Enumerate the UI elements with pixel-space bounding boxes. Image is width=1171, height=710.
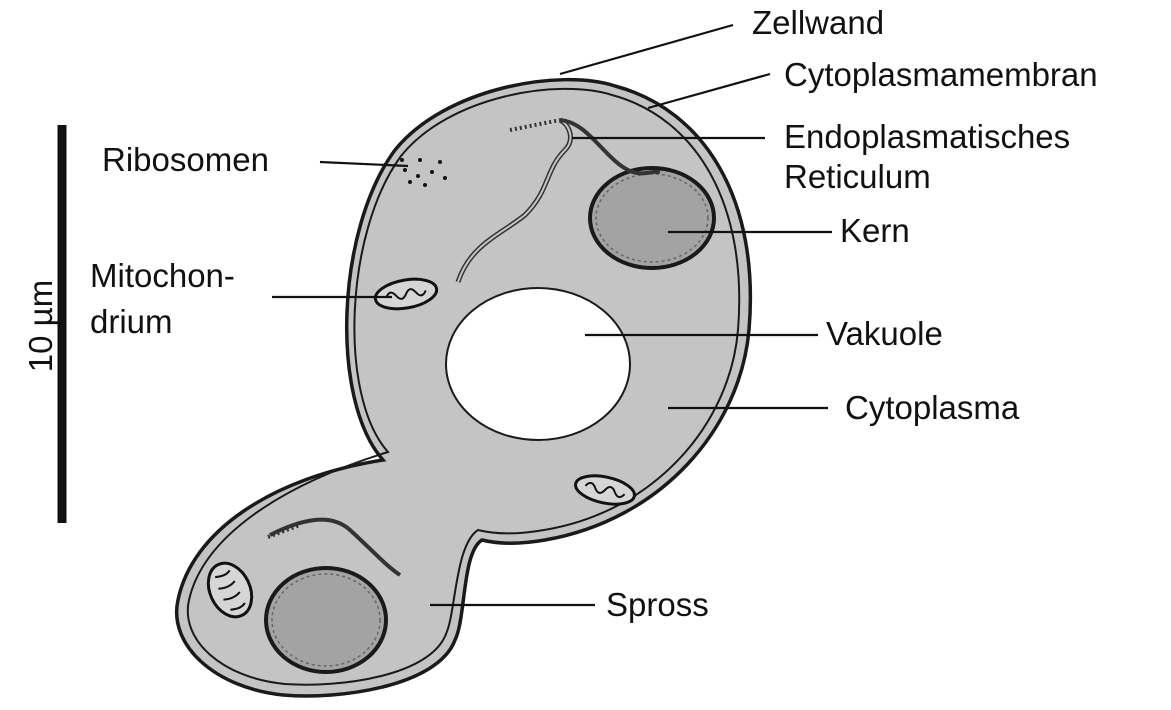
label-kern: Kern xyxy=(840,212,910,249)
label-mitochondrium-line2: drium xyxy=(90,303,173,340)
nucleus-mother xyxy=(590,168,714,268)
label-mitochondrium-line1: Mitochon- xyxy=(90,257,235,294)
nucleus-bud xyxy=(266,568,386,672)
vacuole xyxy=(446,288,630,440)
label-spross: Spross xyxy=(606,586,709,623)
leader-cytoplasmamembran xyxy=(648,74,770,108)
leader-zellwand xyxy=(560,25,733,74)
label-vakuole: Vakuole xyxy=(826,315,943,352)
label-er-line1: Endoplasmatisches xyxy=(784,118,1070,155)
scale-label: 10 µm xyxy=(22,280,59,372)
label-cytoplasma: Cytoplasma xyxy=(845,389,1020,426)
label-er-line2: Reticulum xyxy=(784,158,931,195)
label-ribosomen: Ribosomen xyxy=(102,141,269,178)
label-zellwand: Zellwand xyxy=(752,4,884,41)
label-cytoplasmamembran: Cytoplasmamembran xyxy=(784,56,1098,93)
